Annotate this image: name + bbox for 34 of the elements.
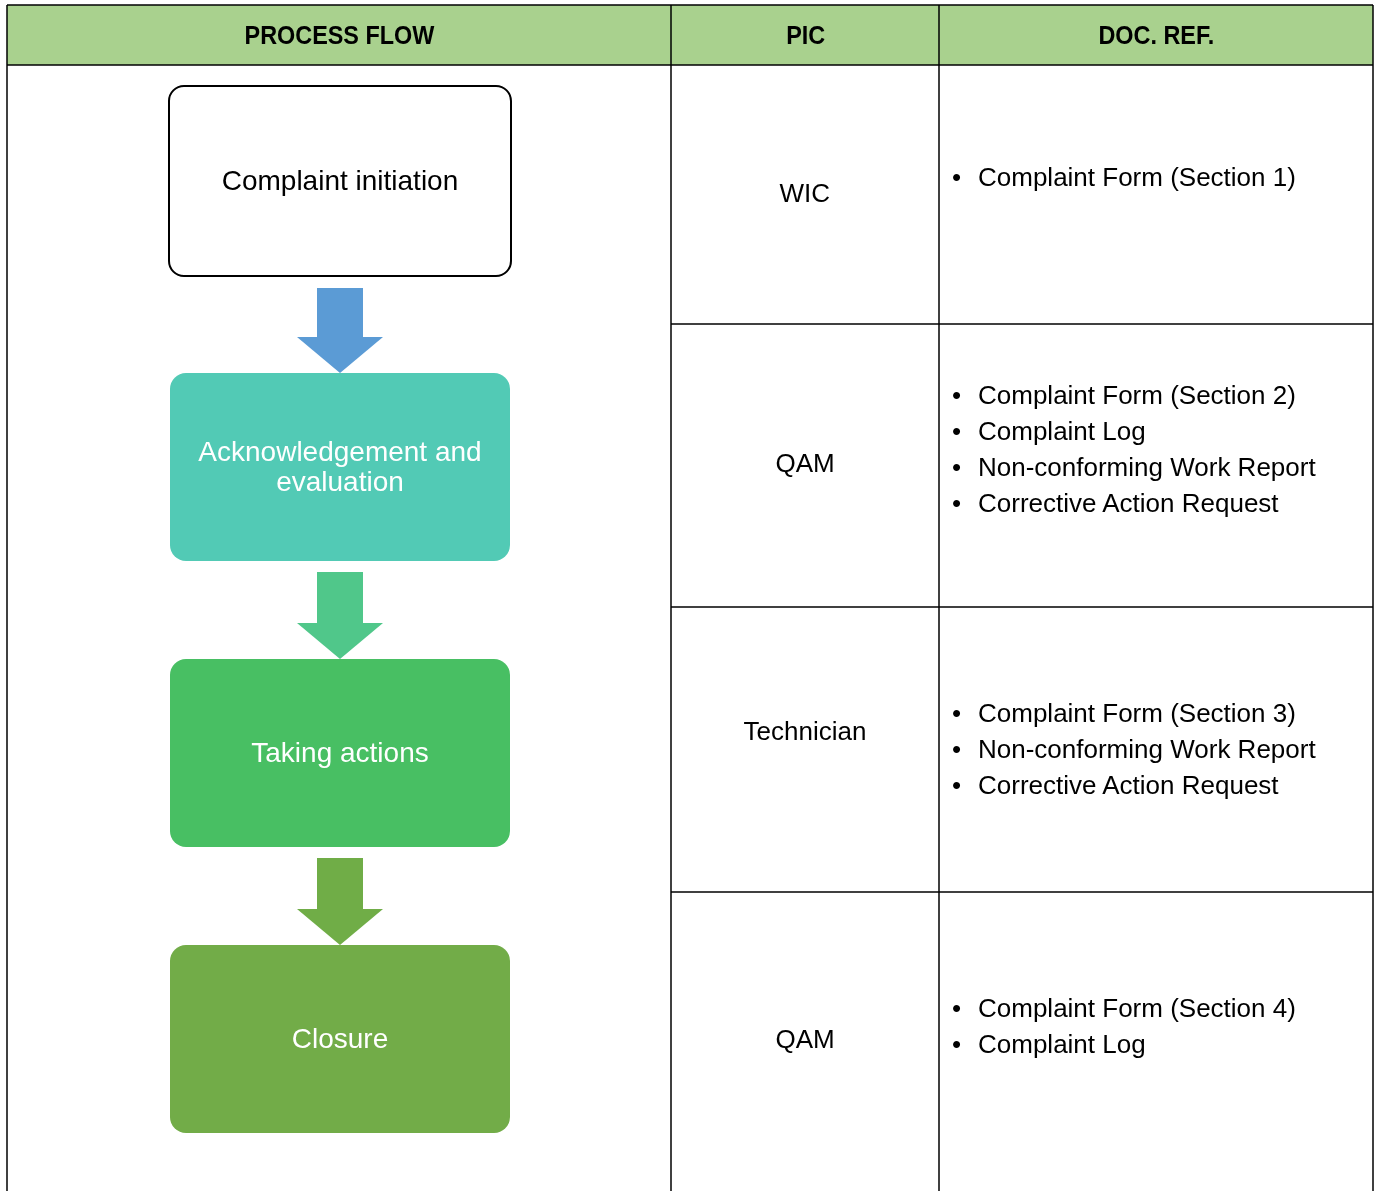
block-arrow bbox=[297, 572, 383, 659]
column-header: PIC bbox=[785, 20, 825, 51]
bullet: • bbox=[952, 416, 962, 447]
document-reference: Complaint Form (Section 4) bbox=[978, 993, 1296, 1024]
person-in-charge: QAM bbox=[775, 447, 835, 479]
person-in-charge: QAM bbox=[775, 1023, 835, 1055]
process-box: Acknowledgement and evaluation bbox=[170, 373, 510, 561]
column-header: DOC. REF. bbox=[1097, 20, 1214, 51]
bullet: • bbox=[952, 452, 962, 483]
block-arrow bbox=[297, 288, 383, 373]
person-in-charge: WIC bbox=[779, 178, 831, 209]
bullet: • bbox=[952, 380, 962, 411]
document-reference: Corrective Action Request bbox=[978, 770, 1279, 801]
person-in-charge: Technician bbox=[743, 715, 867, 747]
process-box: Complaint initiation bbox=[168, 85, 512, 277]
bullet: • bbox=[952, 734, 962, 765]
bullet: • bbox=[952, 162, 962, 193]
process-box: Closure bbox=[170, 945, 510, 1133]
process-box: Taking actions bbox=[170, 659, 510, 847]
document-reference: Non-conforming Work Report bbox=[978, 452, 1316, 483]
document-reference: Non-conforming Work Report bbox=[978, 734, 1316, 765]
bullet: • bbox=[952, 698, 962, 729]
bullet: • bbox=[952, 488, 962, 519]
document-reference: Corrective Action Request bbox=[978, 488, 1279, 519]
column-header: PROCESS FLOW bbox=[244, 20, 434, 51]
document-reference: Complaint Form (Section 3) bbox=[978, 698, 1296, 729]
document-reference: Complaint Form (Section 1) bbox=[978, 162, 1296, 193]
document-reference: Complaint Log bbox=[978, 416, 1146, 447]
bullet: • bbox=[952, 770, 962, 801]
bullet: • bbox=[952, 1029, 962, 1060]
document-reference: Complaint Log bbox=[978, 1029, 1146, 1060]
document-reference: Complaint Form (Section 2) bbox=[978, 380, 1296, 411]
block-arrow bbox=[297, 858, 383, 945]
bullet: • bbox=[952, 993, 962, 1024]
